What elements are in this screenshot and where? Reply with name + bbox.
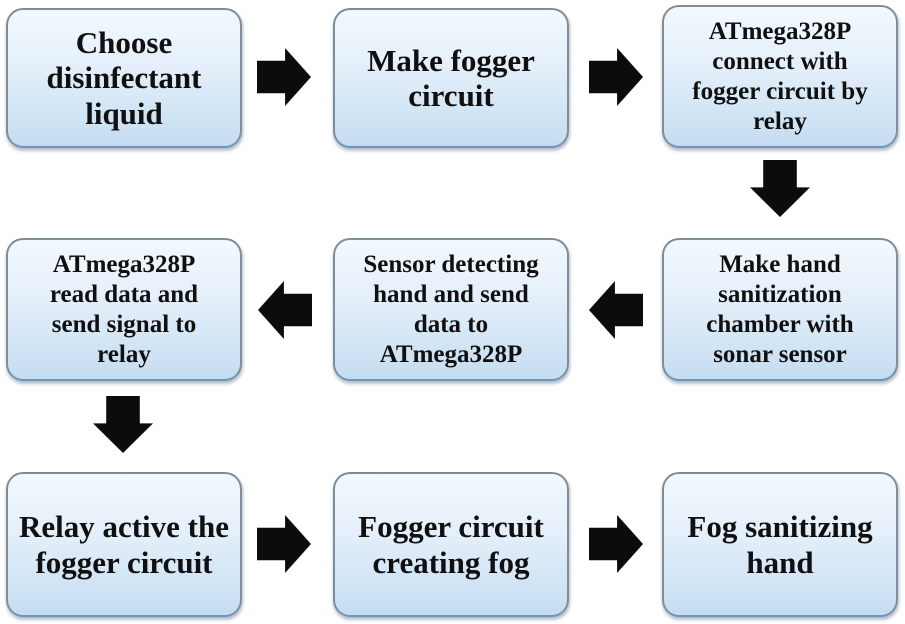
node-choose-disinfectant-liquid: Choose disinfectant liquid <box>6 8 242 148</box>
arrow-left-icon <box>589 281 643 339</box>
node-atmega-read-data-send-signal: ATmega328P read data and send signal to … <box>6 238 242 381</box>
node-make-fogger-circuit: Make fogger circuit <box>333 8 569 148</box>
node-make-hand-sanitization-chamber: Make hand sanitization chamber with sona… <box>662 238 898 381</box>
node-relay-active-fogger-circuit: Relay active the fogger circuit <box>6 472 242 617</box>
arrow-right-icon <box>257 515 311 573</box>
node-fogger-circuit-creating-fog: Fogger circuit creating fog <box>333 472 569 617</box>
node-atmega-connect-with-fogger-circuit: ATmega328P connect with fogger circuit b… <box>662 5 898 148</box>
arrow-down-icon <box>750 160 810 217</box>
arrow-left-icon <box>258 281 312 339</box>
arrow-right-icon <box>257 48 311 106</box>
node-sensor-detecting-hand: Sensor detecting hand and send data to A… <box>333 238 569 381</box>
arrow-down-icon <box>93 396 153 453</box>
node-fog-sanitizing-hand: Fog sanitizing hand <box>662 472 898 617</box>
arrow-right-icon <box>589 515 643 573</box>
arrow-right-icon <box>589 48 643 106</box>
